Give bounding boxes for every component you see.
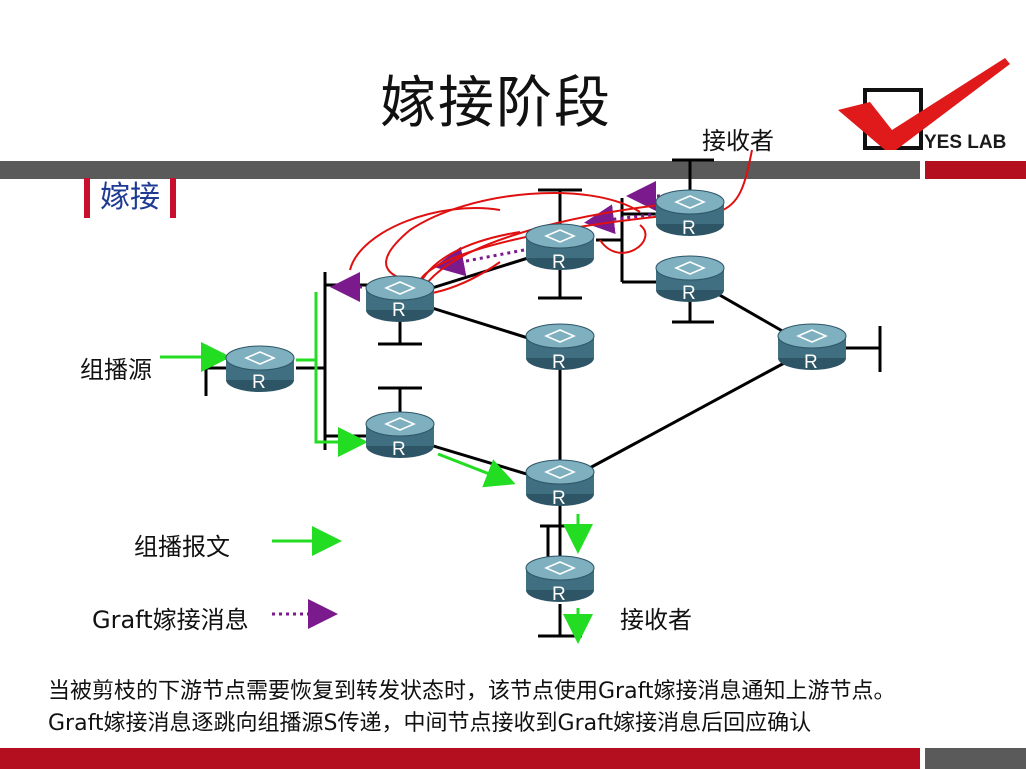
router-label: R [682,283,696,304]
handwritten-annotations [349,149,753,296]
router-r9: R [777,323,847,373]
router-r4: R [525,323,595,373]
router-label: R [392,300,406,321]
router-label: R [804,352,818,373]
router-r3: R [365,411,435,460]
multicast-source-label: 组播源 [80,356,152,384]
router-r8: R [655,255,725,304]
legend-multicast-label: 组播报文 [134,533,230,561]
router-label: R [682,218,696,239]
router-label: R [552,352,566,373]
footer-accent-bar [0,748,920,769]
router-label: R [252,372,266,393]
description: 当被剪枝的下游节点需要恢复到转发状态时，该节点使用Graft嫁接消息通知上游节点… [48,676,896,740]
router-label: R [552,252,566,273]
logo-text: YES LAB [924,132,1007,153]
router-r-source: R [225,345,295,393]
receiver-bottom-label: 接收者 [620,606,692,634]
section-label: 嫁接 [84,178,176,218]
router-r6: R [525,555,595,605]
header-accent-bar [925,161,1026,179]
router-r7: R [655,189,725,239]
footer-divider-bar [925,748,1026,769]
slide-title: 嫁接阶段 [380,71,612,136]
yes-lab-logo [838,58,1010,150]
legend-graft-label: Graft嫁接消息 [92,606,249,634]
graft-messages [330,181,660,302]
router-r5: R [525,459,595,509]
description-line-2: Graft嫁接消息逐跳向组播源S传递，中间节点接收到Graft嫁接消息后回应确认 [48,711,812,736]
description-line-1: 当被剪枝的下游节点需要恢复到转发状态时，该节点使用Graft嫁接消息通知上游节点… [48,679,896,704]
router-label: R [552,584,566,605]
router-label: R [552,488,566,509]
checkmark-icon [838,58,1010,150]
router-r1: R [365,275,435,322]
receiver-top-label: 接收者 [702,127,774,155]
router-label: R [392,439,406,460]
router-r2: R [525,223,595,273]
multicast-flow [160,292,593,644]
